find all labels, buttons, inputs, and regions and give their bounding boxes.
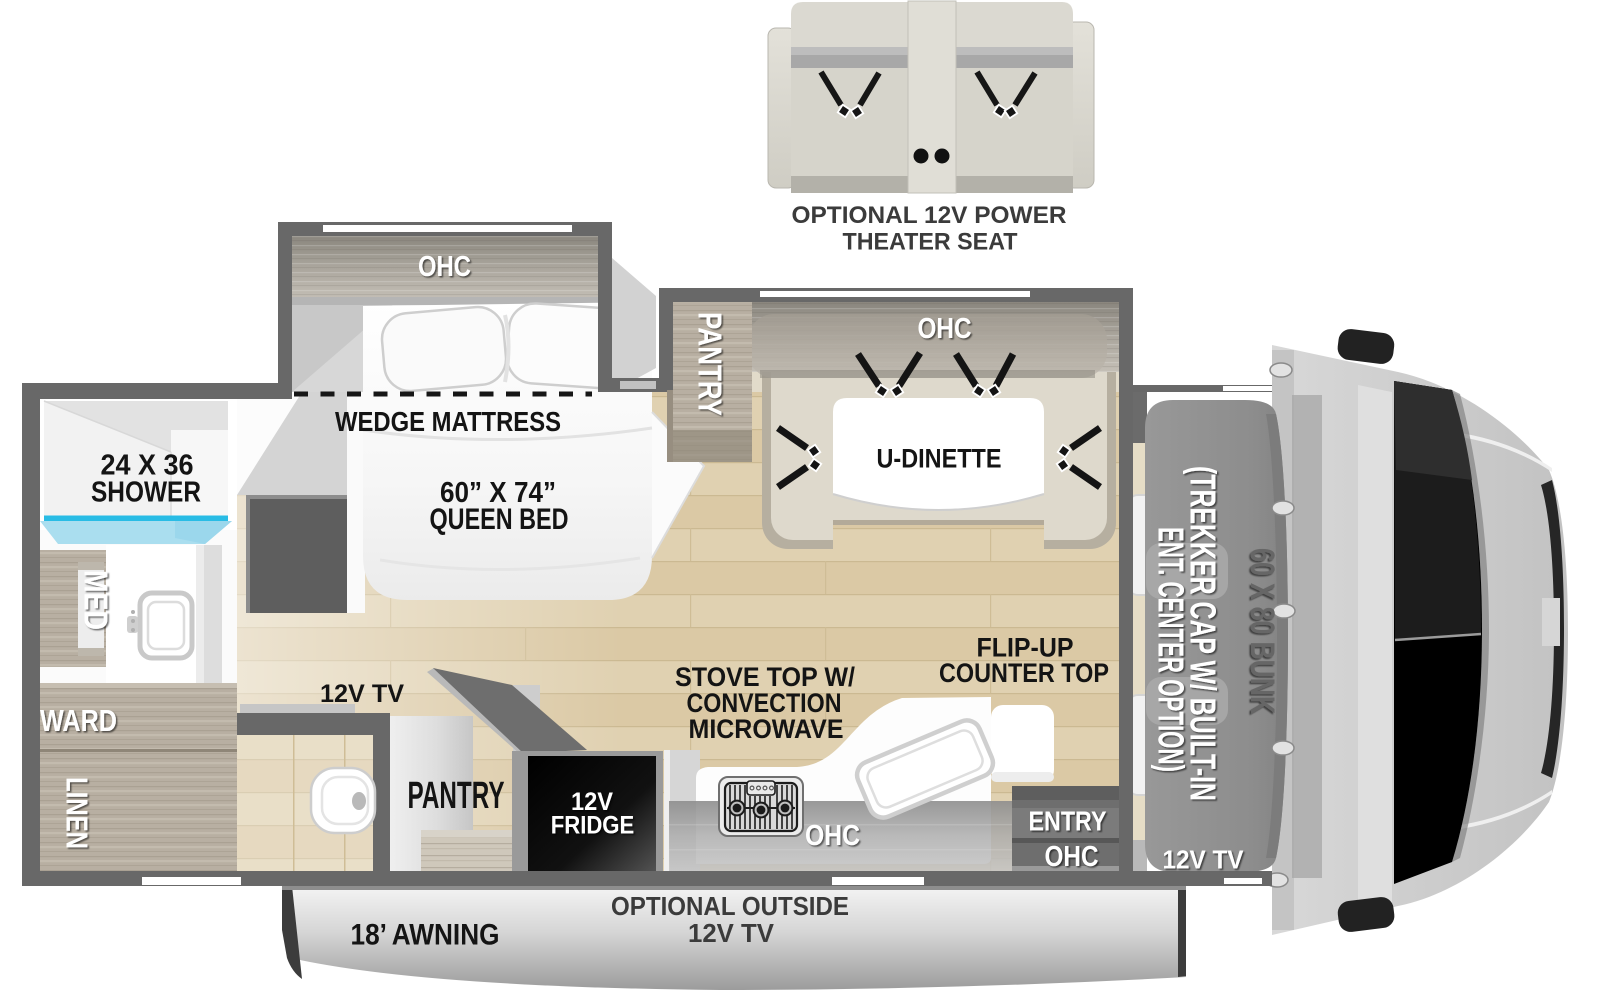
svg-text:FRIDGE: FRIDGE — [551, 812, 635, 840]
svg-text:MED: MED — [78, 570, 115, 630]
svg-text:PANTRY: PANTRY — [692, 312, 729, 416]
svg-text:STOVE TOP W/: STOVE TOP W/ — [675, 662, 855, 692]
svg-text:60” X 74”: 60” X 74” — [440, 477, 556, 509]
svg-text:U-DINETTE: U-DINETTE — [877, 444, 1002, 474]
svg-text:60 X 80 BUNK: 60 X 80 BUNK — [1243, 548, 1281, 714]
svg-text:MICROWAVE: MICROWAVE — [689, 714, 844, 744]
svg-text:OPTIONAL OUTSIDE: OPTIONAL OUTSIDE — [611, 893, 849, 921]
svg-text:12V TV: 12V TV — [1163, 845, 1245, 875]
svg-text:ENT. CENTER OPTION): ENT. CENTER OPTION) — [1151, 527, 1192, 772]
svg-text:FLIP-UP: FLIP-UP — [977, 633, 1074, 663]
svg-text:QUEEN BED: QUEEN BED — [430, 503, 569, 536]
svg-text:ENTRY: ENTRY — [1029, 806, 1107, 837]
svg-text:12V: 12V — [571, 788, 613, 816]
svg-text:OHC: OHC — [1045, 841, 1099, 873]
svg-text:12V TV: 12V TV — [688, 920, 774, 948]
svg-text:OHC: OHC — [918, 313, 972, 345]
svg-text:COUNTER TOP: COUNTER TOP — [939, 658, 1109, 688]
svg-text:12V TV: 12V TV — [320, 680, 404, 708]
svg-text:24 X 36: 24 X 36 — [101, 450, 194, 482]
svg-text:18’ AWNING: 18’ AWNING — [351, 919, 500, 952]
svg-text:(TREKKER CAP W/ BUILT-IN: (TREKKER CAP W/ BUILT-IN — [1183, 466, 1224, 801]
svg-text:OPTIONAL 12V POWER: OPTIONAL 12V POWER — [792, 202, 1067, 229]
svg-text:LINEN: LINEN — [60, 777, 95, 849]
svg-text:SHOWER: SHOWER — [91, 477, 201, 509]
svg-text:OHC: OHC — [418, 251, 471, 283]
svg-text:WARD: WARD — [40, 703, 117, 738]
svg-text:WEDGE MATTRESS: WEDGE MATTRESS — [335, 406, 561, 437]
svg-text:CONVECTION: CONVECTION — [687, 688, 842, 718]
svg-text:THEATER SEAT: THEATER SEAT — [843, 229, 1018, 256]
svg-text:OHC: OHC — [805, 820, 860, 852]
svg-text:PANTRY: PANTRY — [408, 775, 505, 817]
